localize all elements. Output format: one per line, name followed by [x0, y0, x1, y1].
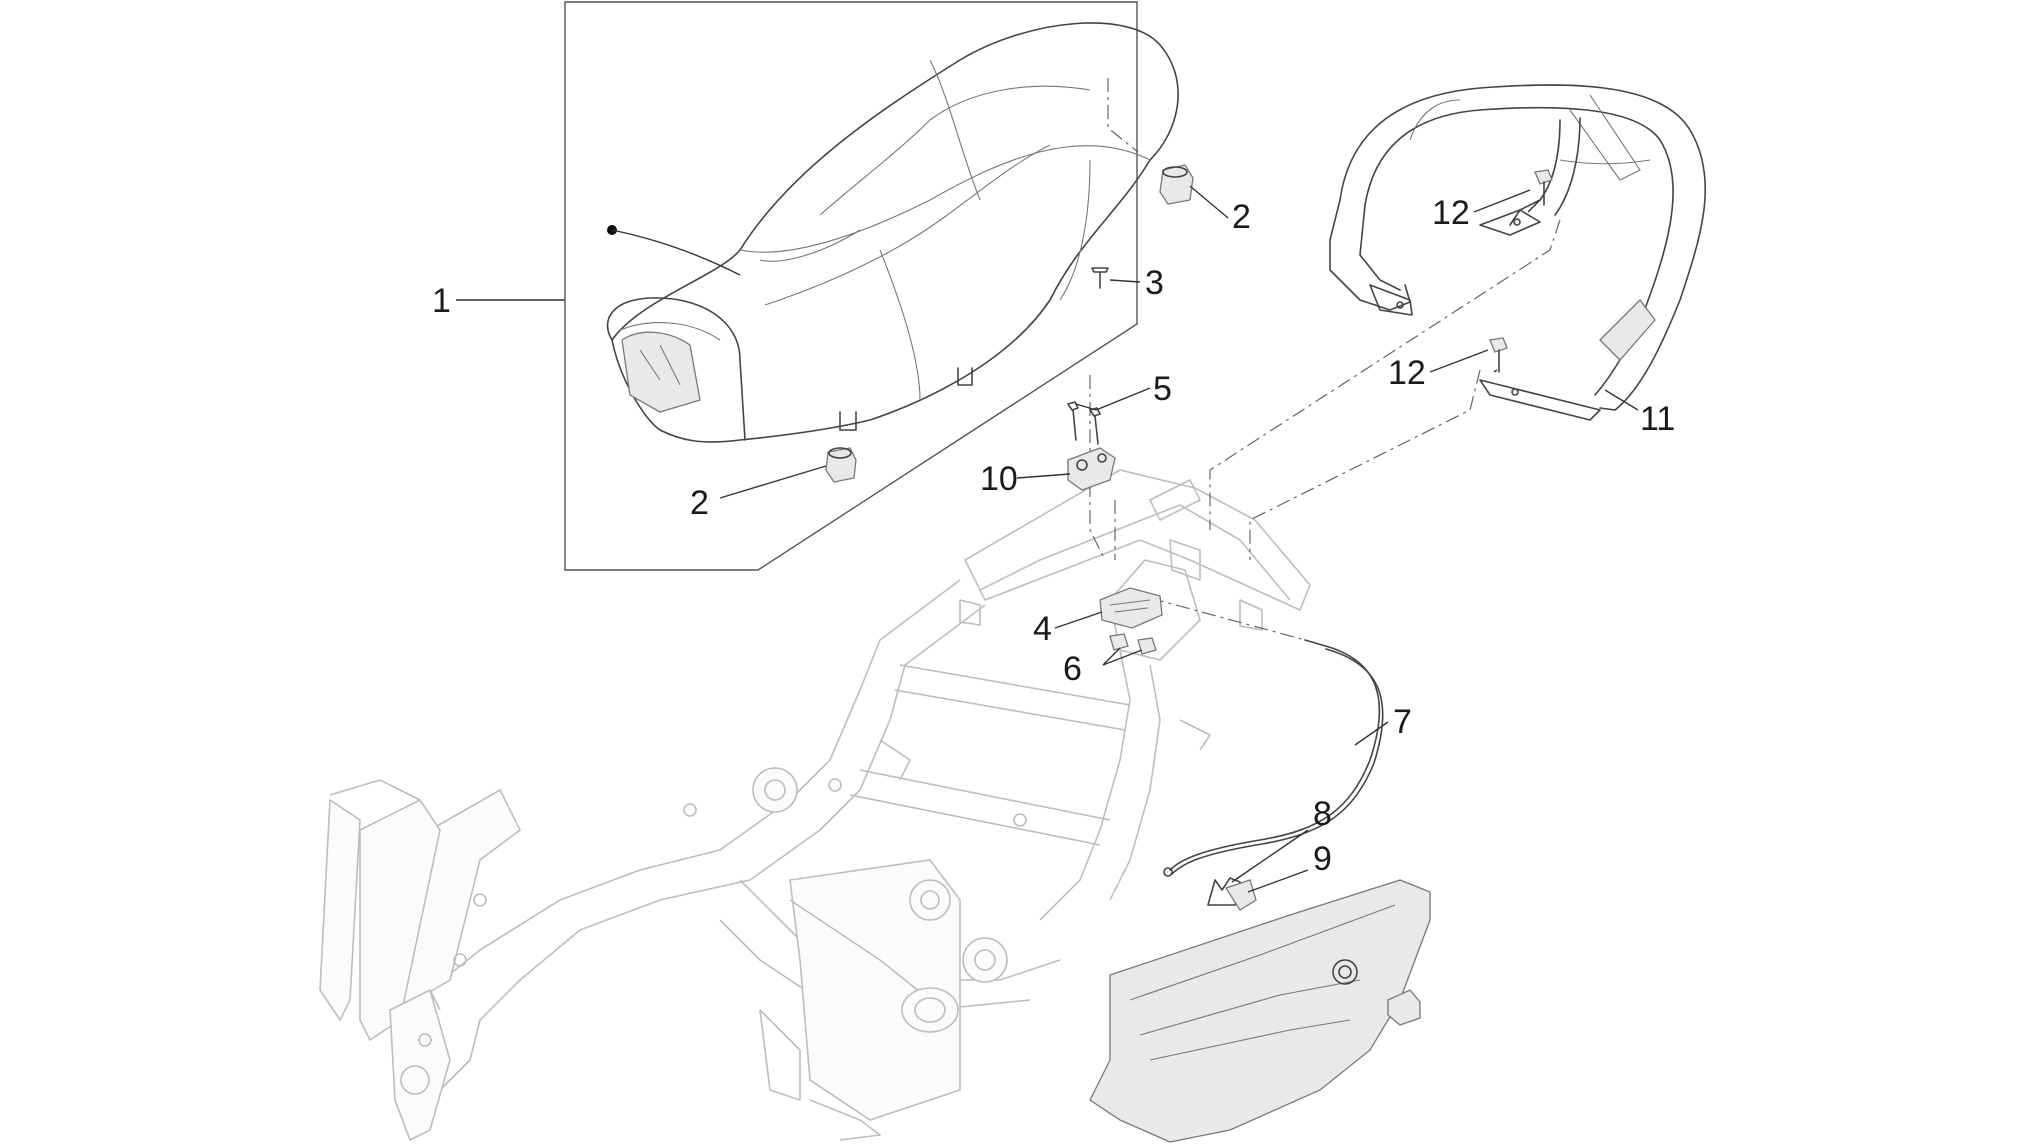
seat-cable	[1163, 639, 1384, 877]
callout-5: 5	[1153, 370, 1172, 408]
callout-2-upper: 2	[1232, 198, 1251, 236]
callout-12-upper: 12	[1432, 194, 1470, 232]
leader-lines	[456, 185, 1639, 893]
callout-11: 11	[1640, 400, 1675, 438]
callout-12-lower: 12	[1388, 354, 1426, 392]
callout-6: 6	[1063, 650, 1082, 688]
seat-kit-box	[564, 1, 1138, 571]
callout-9: 9	[1313, 840, 1332, 878]
lock-bracket	[1067, 401, 1116, 491]
rail-bolts	[1489, 169, 1553, 373]
callout-3: 3	[1145, 264, 1164, 302]
seat-lock	[1099, 587, 1163, 655]
side-cover	[1089, 879, 1431, 1143]
callouts: 1 2 2 3 4 5 6 7 8 9 10 11 12 12	[432, 194, 1675, 878]
callout-1: 1	[432, 282, 451, 320]
callout-4: 4	[1033, 610, 1052, 648]
assembly-lines	[1089, 78, 1561, 641]
seat-fasteners	[825, 164, 1194, 483]
callout-10: 10	[980, 460, 1018, 498]
seat	[606, 22, 1179, 443]
grab-rail	[1329, 84, 1707, 421]
callout-2-lower: 2	[690, 484, 709, 522]
motorcycle-frame	[319, 469, 1311, 1142]
callout-8: 8	[1313, 795, 1332, 833]
cable-clips	[1207, 877, 1257, 911]
callout-7: 7	[1393, 703, 1412, 741]
